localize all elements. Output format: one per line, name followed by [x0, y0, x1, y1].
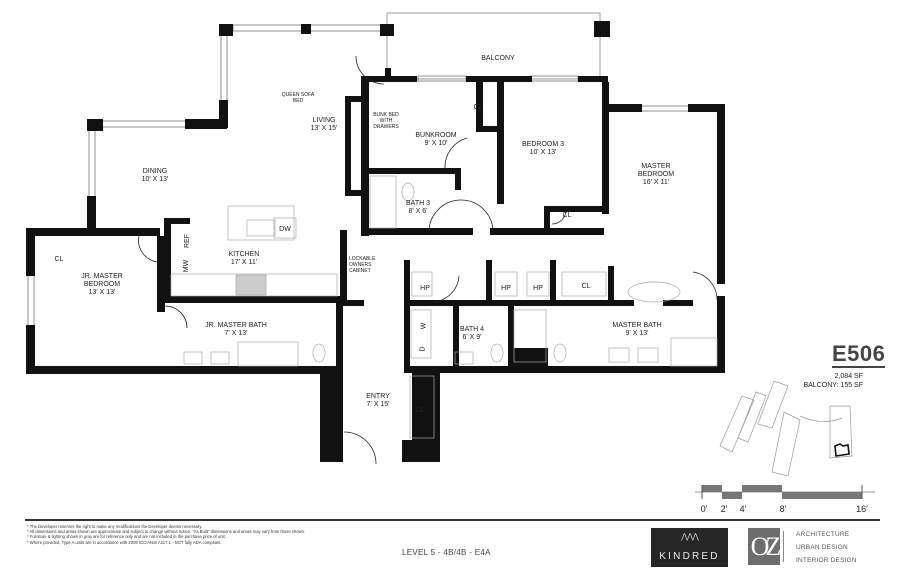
- scale-tick-4: 4': [739, 504, 747, 514]
- fixture-hp-3: HP: [533, 285, 543, 292]
- kindred-logo: ⋀⋀⋀ KINDRED: [651, 528, 728, 567]
- balcony-sf: BALCONY: 155 SF: [803, 382, 863, 389]
- closet-cl-bedroom3: CL: [562, 212, 572, 219]
- level-label: LEVEL 5 - 4B/4B - E4A: [402, 548, 491, 557]
- closet-cl-master: CL: [581, 283, 591, 290]
- footer-divider-right: [360, 519, 880, 521]
- fixture-dw: DW: [279, 226, 291, 233]
- fixture-bunk-bed: BUNK BED WITH DRAWERS: [373, 112, 399, 130]
- scale-tick-2: 2': [720, 504, 728, 514]
- fixture-d: D: [419, 346, 427, 352]
- scale-tick-0: 0': [700, 504, 708, 514]
- fixture-mw: MW: [183, 259, 191, 273]
- key-plan: [719, 380, 853, 476]
- kindred-name: KINDRED: [659, 551, 720, 562]
- unit-highlight: [834, 443, 850, 457]
- footer-divider: [25, 519, 498, 521]
- mountain-icon: ⋀⋀⋀: [681, 532, 699, 541]
- unit-title: E506: [832, 341, 886, 368]
- scale-tick-16: 16': [856, 504, 868, 514]
- fixture-w: W: [420, 322, 428, 330]
- unit-sf: 2,084 SF: [834, 373, 863, 380]
- balcony-column: [594, 21, 610, 37]
- fixture-hp-1: HP: [420, 285, 430, 292]
- oz-services: ARCHITECTURE URBAN DESIGN INTERIOR DESIG…: [796, 528, 857, 567]
- disclaimer-notes: * The Developer reserves the right to ma…: [27, 524, 305, 545]
- note-4: * Where provided, Type A units are in ac…: [27, 539, 222, 545]
- service-architecture: ARCHITECTURE: [796, 531, 850, 538]
- fixture-ref: REF: [184, 234, 191, 248]
- scale-tick-8: 8': [779, 504, 787, 514]
- fixtures: [170, 175, 718, 439]
- unit-area: 2,084 SF BALCONY: 155 SF: [803, 372, 863, 390]
- balcony-outline: [386, 12, 601, 80]
- note-3: * Furniture & lighting shown in gray are…: [27, 534, 226, 540]
- room-label-balcony: BALCONY: [481, 55, 515, 62]
- fixture-hp-2: HP: [501, 285, 511, 292]
- fixture-queen-sofa-bed: QUEEN SOFA BED: [281, 92, 315, 104]
- closet-cl-bunkroom: CL: [473, 104, 483, 111]
- fixture-lockable-cabinet: LOCKABLE OWNERS CABINET: [349, 256, 376, 274]
- door-swings: [138, 55, 718, 465]
- walls: [26, 24, 725, 462]
- oz-logo: OZ: [748, 528, 781, 565]
- scale-bar: [695, 485, 875, 499]
- service-urban-design: URBAN DESIGN: [796, 544, 848, 551]
- note-1: * The Developer reserves the right to ma…: [27, 524, 203, 529]
- note-2: * All dimensions and areas shown are app…: [27, 529, 306, 535]
- service-interior-design: INTERIOR DESIGN: [796, 557, 857, 564]
- closet-cl-entry: CL: [415, 407, 425, 414]
- closet-cl-jr-master: CL: [54, 256, 64, 263]
- logo-divider: [783, 531, 784, 562]
